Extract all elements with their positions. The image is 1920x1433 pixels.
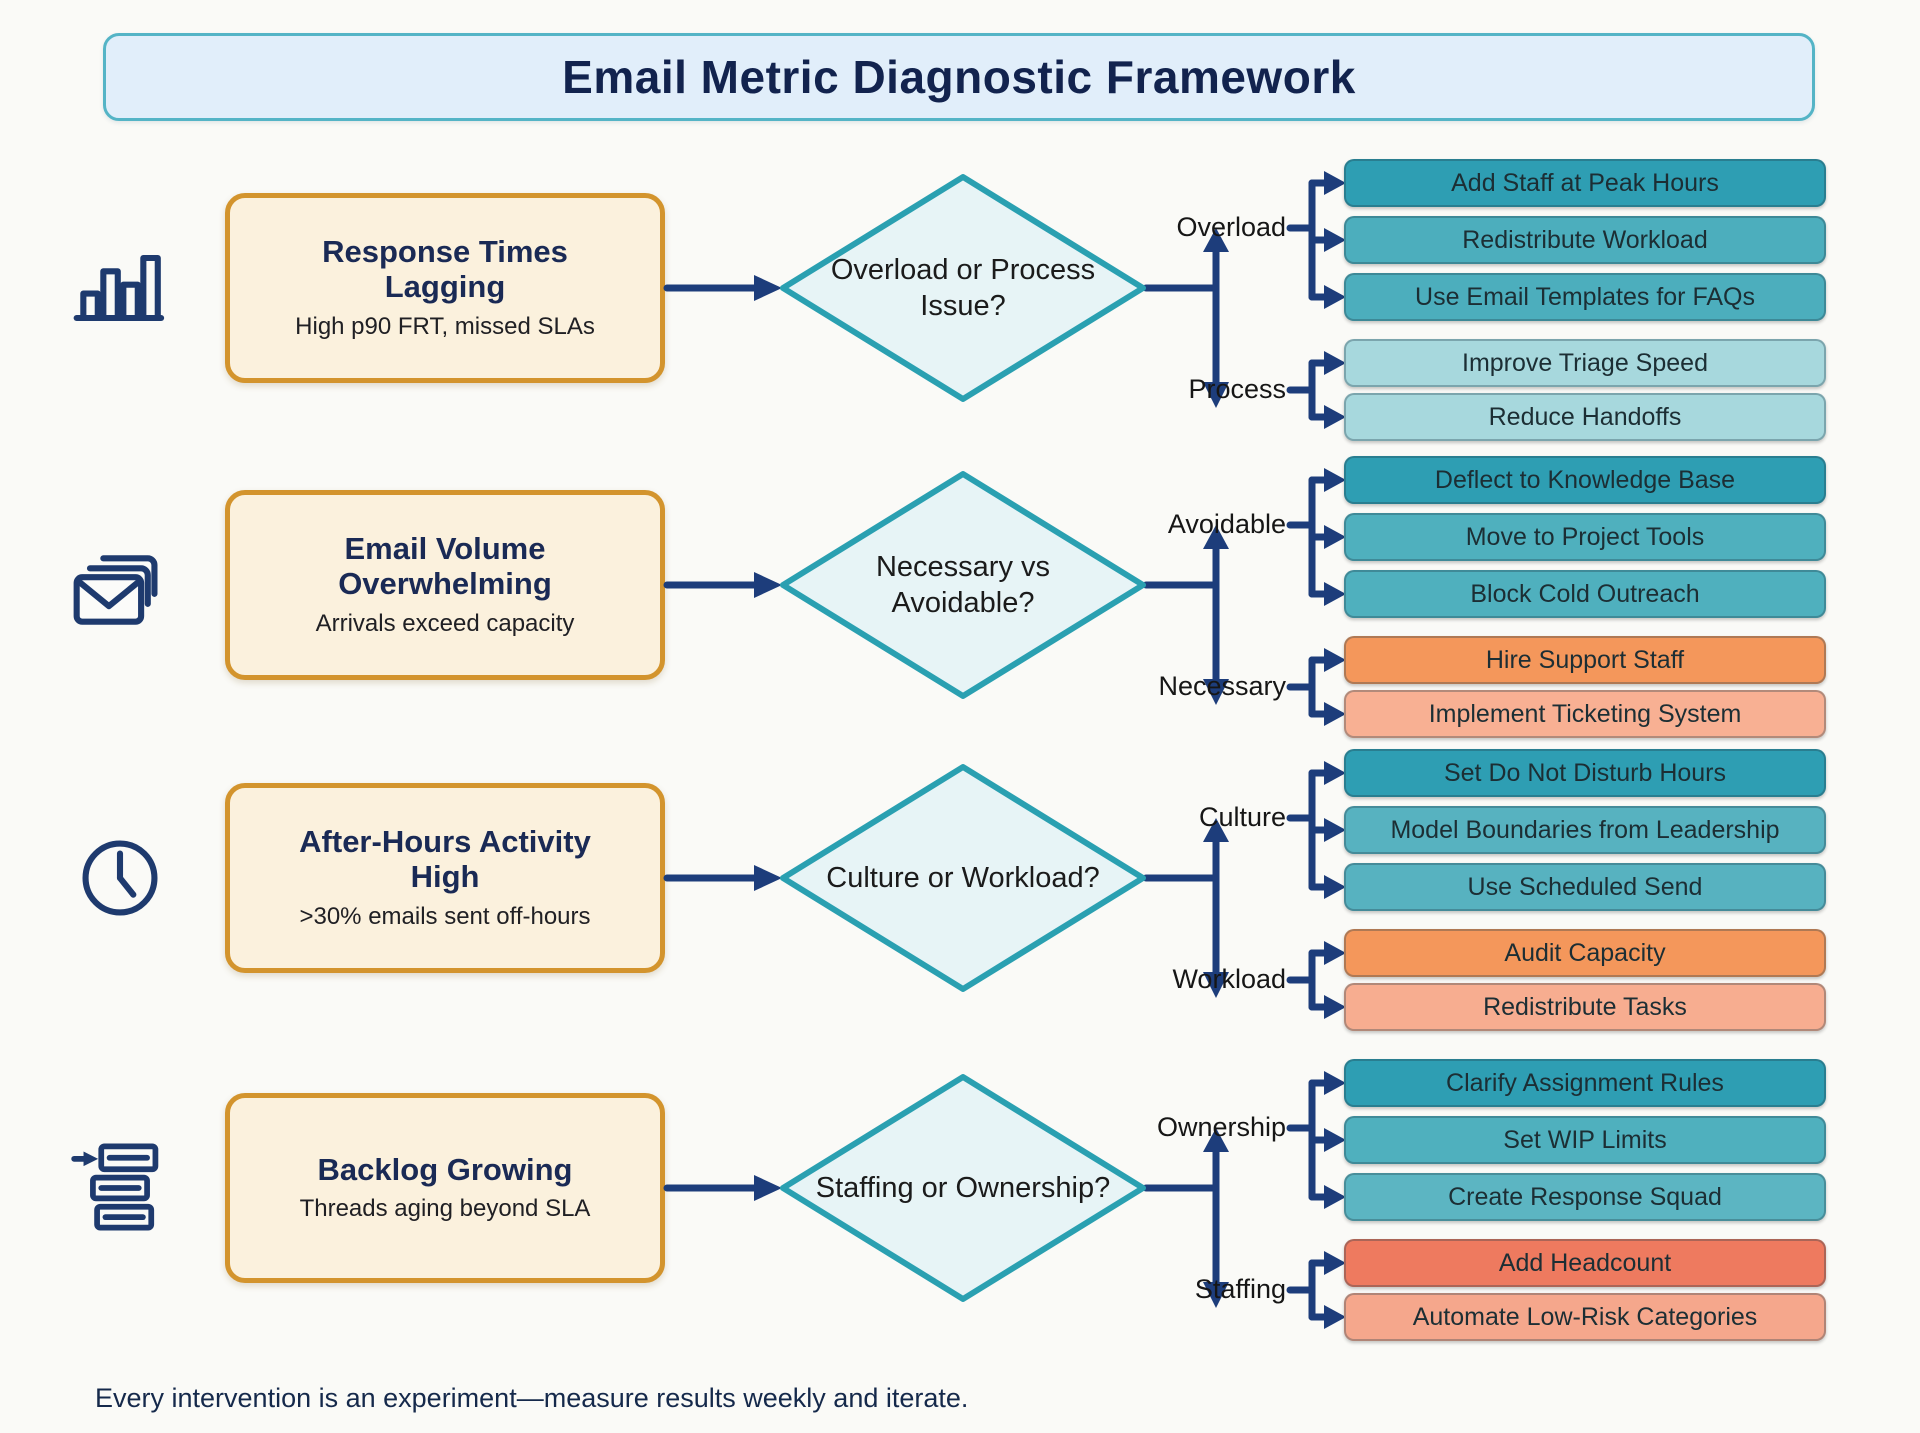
footer-note: Every intervention is an experiment—meas… — [95, 1383, 969, 1413]
action-box: Implement Ticketing System — [1344, 690, 1826, 738]
action-box: Automate Low-Risk Categories — [1344, 1293, 1826, 1341]
problem-card: Backlog Growing Threads aging beyond SLA — [225, 1093, 665, 1283]
clock-icon — [70, 828, 170, 928]
action-box: Move to Project Tools — [1344, 513, 1826, 561]
problem-subtitle: Arrivals exceed capacity — [315, 609, 575, 637]
action-box: Use Email Templates for FAQs — [1344, 273, 1826, 321]
problem-title: Backlog Growing — [317, 1151, 573, 1187]
branch-label-top: Culture — [1198, 802, 1286, 832]
decision-question: Culture or Workload? — [826, 861, 1100, 894]
decision-diamond — [777, 171, 1149, 405]
branch-label-bottom: Workload — [1172, 964, 1286, 994]
decision-question: Staffing or Ownership? — [815, 1171, 1111, 1204]
problem-title: Response Times Lagging — [322, 234, 568, 304]
action-box: Use Scheduled Send — [1344, 863, 1826, 911]
row-email-volume: Email Volume Overwhelming Arrivals excee… — [0, 435, 1920, 738]
problem-card: Response Times Lagging High p90 FRT, mis… — [225, 193, 665, 383]
row-response-times: Response Times Lagging High p90 FRT, mis… — [0, 138, 1920, 441]
action-box: Deflect to Knowledge Base — [1344, 456, 1826, 504]
action-box: Hire Support Staff — [1344, 636, 1826, 684]
title-banner: Email Metric Diagnostic Framework — [103, 33, 1815, 121]
action-box: Redistribute Workload — [1344, 216, 1826, 264]
action-box: Improve Triage Speed — [1344, 339, 1826, 387]
decision-diamond — [777, 761, 1149, 995]
email-stack-icon — [70, 535, 170, 635]
problem-title: After-Hours Activity High — [299, 824, 591, 894]
action-box: Audit Capacity — [1344, 929, 1826, 977]
row-backlog: Backlog Growing Threads aging beyond SLA… — [0, 1038, 1920, 1341]
problem-card: After-Hours Activity High >30% emails se… — [225, 783, 665, 973]
decision-question: Overload or Process Issue? — [830, 253, 1096, 322]
decision-diamond — [777, 1071, 1149, 1305]
backlog-icon — [70, 1138, 170, 1238]
action-box: Clarify Assignment Rules — [1344, 1059, 1826, 1107]
action-box: Add Staff at Peak Hours — [1344, 159, 1826, 207]
action-box: Redistribute Tasks — [1344, 983, 1826, 1031]
problem-subtitle: Threads aging beyond SLA — [299, 1195, 591, 1223]
action-box: Set Do Not Disturb Hours — [1344, 749, 1826, 797]
problem-title: Email Volume Overwhelming — [338, 531, 552, 601]
bar-chart-icon — [70, 238, 170, 338]
action-box: Reduce Handoffs — [1344, 393, 1826, 441]
action-box: Model Boundaries from Leadership — [1344, 806, 1826, 854]
problem-card: Email Volume Overwhelming Arrivals excee… — [225, 490, 665, 680]
problem-subtitle: >30% emails sent off-hours — [299, 902, 591, 930]
branch-label-bottom: Process — [1188, 374, 1286, 404]
action-box: Add Headcount — [1344, 1239, 1826, 1287]
problem-subtitle: High p90 FRT, missed SLAs — [295, 312, 595, 340]
page-title: Email Metric Diagnostic Framework — [562, 51, 1356, 103]
branch-label-bottom: Necessary — [1158, 671, 1286, 701]
action-box: Create Response Squad — [1344, 1173, 1826, 1221]
decision-question: Necessary vs Avoidable? — [875, 550, 1051, 619]
action-box: Block Cold Outreach — [1344, 570, 1826, 618]
decision-diamond — [777, 468, 1149, 702]
branch-label-top: Ownership — [1156, 1112, 1286, 1142]
branch-label-top: Overload — [1176, 212, 1286, 242]
row-after-hours: After-Hours Activity High >30% emails se… — [0, 728, 1920, 1031]
branch-label-bottom: Staffing — [1194, 1274, 1286, 1304]
action-box: Set WIP Limits — [1344, 1116, 1826, 1164]
branch-label-top: Avoidable — [1167, 509, 1286, 539]
